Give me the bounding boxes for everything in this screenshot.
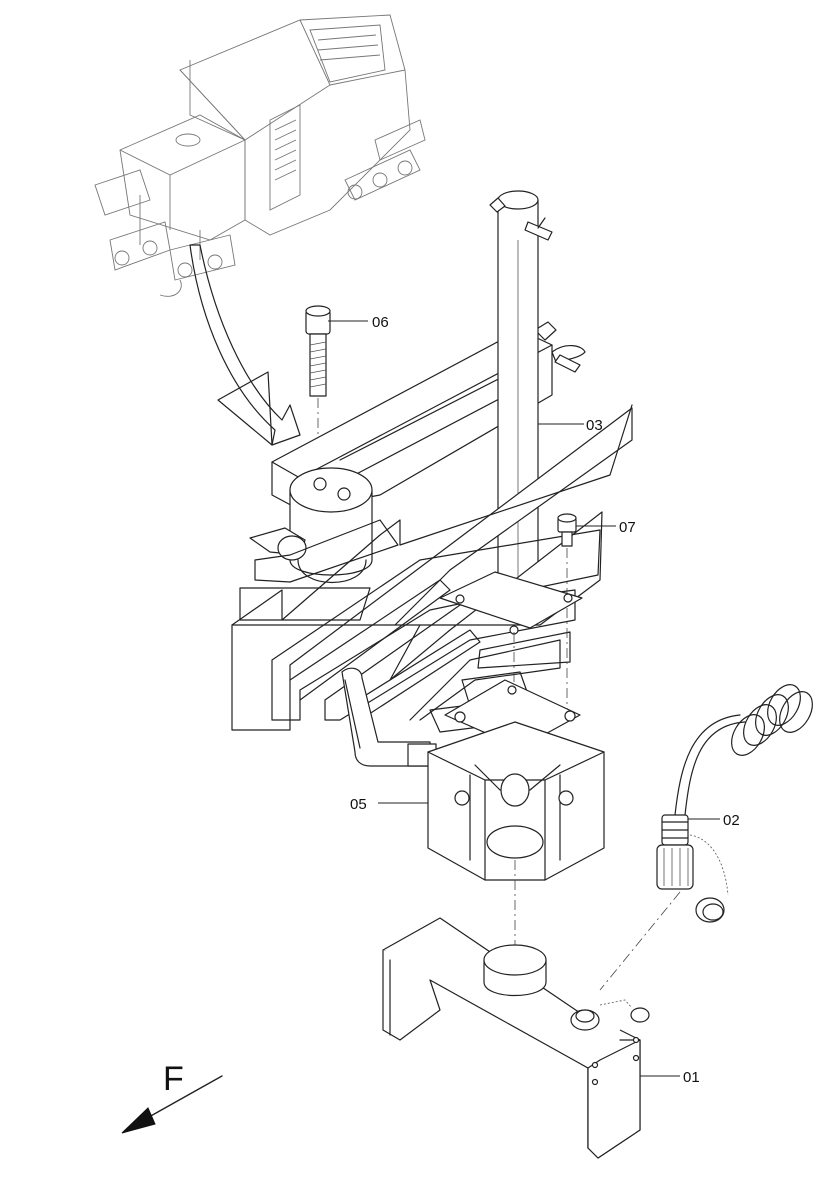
- callout-05: 06: [328, 314, 389, 331]
- callout-label-05: 06: [372, 314, 389, 331]
- callout-label-03: 03: [586, 417, 603, 434]
- base-bracket: [382, 917, 650, 1159]
- cap-screw: [305, 305, 331, 470]
- clamp-arm-assembly: [249, 321, 586, 584]
- callout-06: 07: [576, 519, 636, 536]
- lower-adapter-plate: [444, 679, 581, 749]
- socket-screw: [557, 513, 577, 720]
- callout-label-07: 05: [350, 796, 367, 813]
- location-arrow: [189, 244, 301, 446]
- direction-arrow-icon: [121, 1107, 156, 1134]
- machine-overview-illustration: [94, 14, 426, 297]
- callout-label-02: 02: [723, 812, 740, 829]
- callout-label-06: 07: [619, 519, 636, 536]
- cable-connector: [599, 814, 729, 991]
- clamp-lever: [341, 667, 437, 767]
- coiled-cable: [674, 684, 813, 816]
- callout-02: 02: [688, 812, 740, 829]
- upper-adapter-plate: [439, 571, 583, 635]
- bracket-block: [427, 721, 605, 945]
- direction-indicator: F: [121, 1060, 223, 1134]
- callout-07: 05: [350, 796, 428, 813]
- callout-03: 03: [538, 417, 603, 434]
- direction-label: F: [163, 1060, 184, 1098]
- callout-label-01: 01: [683, 1069, 700, 1086]
- callout-01: 01: [640, 1069, 700, 1086]
